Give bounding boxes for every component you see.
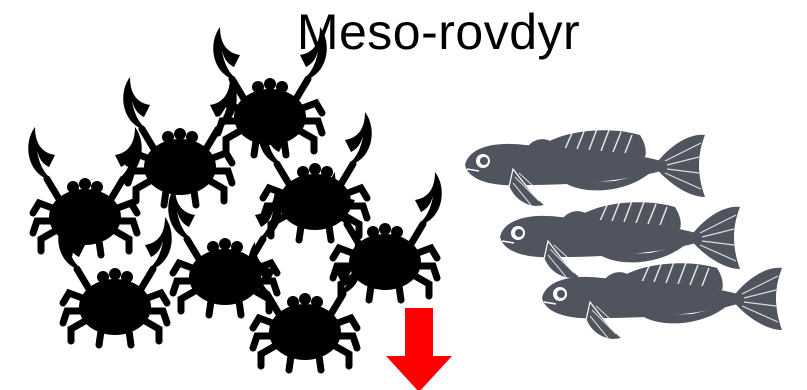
fish-group — [465, 129, 782, 339]
fish-icon — [542, 262, 782, 339]
crab-icon — [28, 127, 142, 255]
crab-icon — [248, 242, 362, 370]
crab-group — [28, 27, 442, 370]
fish-icon — [465, 129, 705, 206]
arrow-down-icon — [386, 308, 452, 390]
